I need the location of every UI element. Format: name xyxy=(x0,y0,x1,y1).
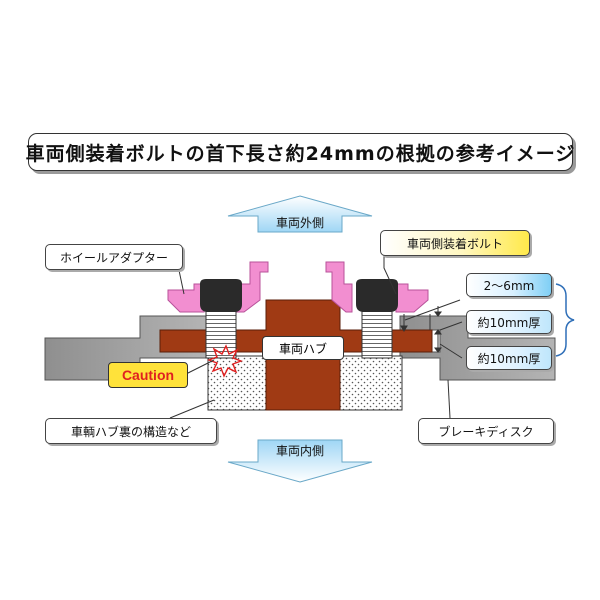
hub-back-structure-left xyxy=(207,355,267,411)
diagram-title: 車両側装着ボルトの首下長さ約24mmの根拠の参考イメージ xyxy=(26,133,574,171)
caution-burst-icon xyxy=(207,344,243,378)
vehicle-inner-label: 車両内側 xyxy=(275,443,324,458)
caution-label: Caution xyxy=(108,362,188,388)
vehicle-hub-label: 車両ハブ xyxy=(262,336,344,360)
bolt-left xyxy=(200,279,242,359)
thickness-callout-1: 約10mm厚 xyxy=(466,310,552,334)
hub-back-structure-right xyxy=(339,355,403,411)
dimension-markers xyxy=(400,306,442,353)
thickness-brace xyxy=(555,283,575,357)
hub-back-structure-callout: 車輌ハブ裏の構造など xyxy=(45,418,217,444)
vehicle-outer-label: 車両外側 xyxy=(275,215,324,230)
inner-arrow xyxy=(227,439,373,483)
bolt-right xyxy=(356,279,398,359)
thickness-callout-2: 約10mm厚 xyxy=(466,346,552,370)
wheel-adapter-shape xyxy=(167,261,429,313)
outer-arrow xyxy=(227,195,373,233)
gap-callout: 2～6mm xyxy=(466,273,552,297)
brake-disc-callout: ブレーキディスク xyxy=(418,418,554,444)
vehicle-bolt-callout: 車両側装着ボルト xyxy=(380,230,530,256)
wheel-adapter-callout: ホイールアダプター xyxy=(45,244,183,270)
